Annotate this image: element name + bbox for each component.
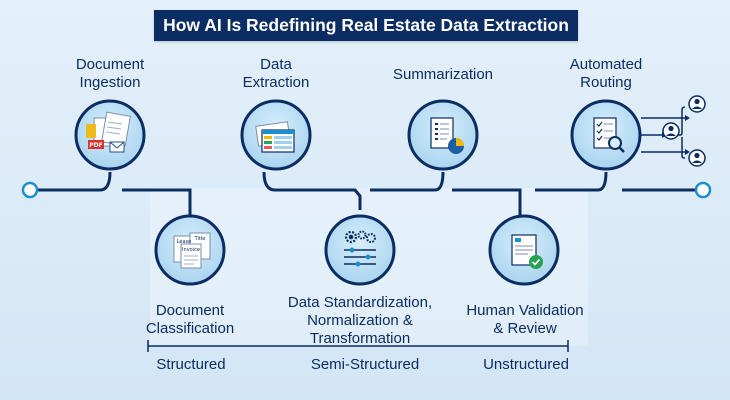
timeline-path <box>38 171 695 215</box>
timeline-start-node <box>21 181 39 199</box>
report-pie-chart-icon <box>430 117 464 154</box>
data-table-icon <box>255 121 295 153</box>
data-type-semi-structured: Semi-Structured <box>310 356 420 373</box>
step-label-human-validation: Human Validation& Review <box>466 302 584 337</box>
pdf-mail-documents-icon: PDF <box>86 111 132 153</box>
document-checkmark-icon <box>511 234 543 269</box>
gears-sliders-icon <box>344 230 376 267</box>
data-type-structured: Structured <box>156 356 226 373</box>
title-tag: Title <box>194 236 206 242</box>
user-avatar-icon <box>688 95 706 113</box>
classified-documents-icon: Lease Title Invoice <box>173 232 211 269</box>
user-avatar-icon <box>662 122 680 140</box>
lease-tag: Lease <box>177 239 192 245</box>
step-label-data-standardization: Data Standardization,Normalization &Tran… <box>287 294 433 347</box>
user-avatar-icon <box>688 149 706 167</box>
pdf-tag: PDF <box>89 142 102 149</box>
diagram-title: How AI Is Redefining Real Estate Data Ex… <box>154 10 578 41</box>
invoice-tag: Invoice <box>182 247 200 253</box>
data-type-bracket <box>147 340 569 352</box>
step-label-summarization: Summarization <box>392 66 494 83</box>
checklist-magnifier-icon <box>593 117 625 153</box>
timeline-end-node <box>694 181 712 199</box>
user-routing-icon <box>641 95 706 167</box>
data-type-unstructured: Unstructured <box>483 356 569 373</box>
